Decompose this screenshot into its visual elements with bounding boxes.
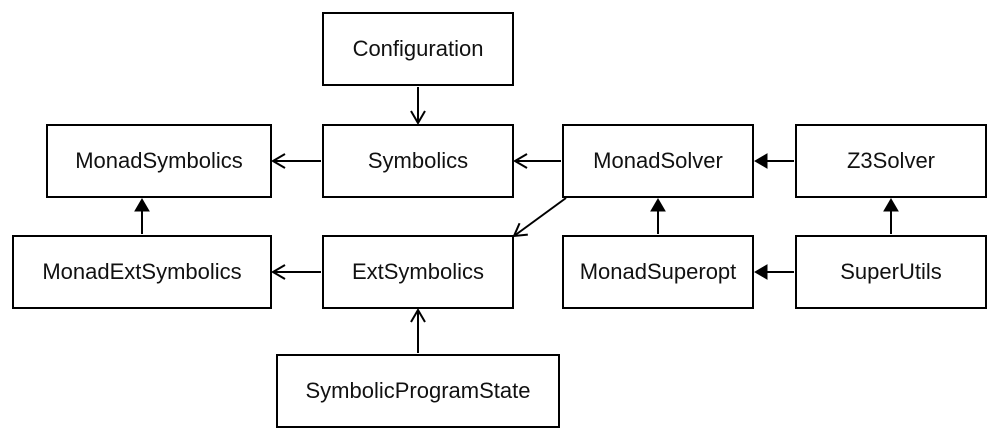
node-super-utils: SuperUtils	[795, 235, 987, 309]
node-monad-superopt: MonadSuperopt	[562, 235, 754, 309]
edge-monad_solver-to-ext_symbolics	[513, 197, 567, 237]
arrowhead-open-symbolics-to-monad_symbolics	[271, 153, 286, 169]
node-symbolics: Symbolics	[322, 124, 514, 198]
node-z3-solver: Z3Solver	[795, 124, 987, 198]
arrowhead-open-monad_solver-to-symbolics	[513, 153, 528, 169]
arrowhead-filled-monad_superopt-to-monad_solver	[650, 198, 666, 212]
node-ext-symbolics: ExtSymbolics	[322, 235, 514, 309]
arrowhead-filled-monad_ext_symbolics-to-monad_symbolics	[134, 198, 150, 212]
arrowhead-filled-super_utils-to-monad_superopt	[754, 264, 768, 280]
node-configuration: Configuration	[322, 12, 514, 86]
arrowhead-filled-super_utils-to-z3_solver	[883, 198, 899, 212]
arrowhead-filled-z3_solver-to-monad_solver	[754, 153, 768, 169]
node-monad-solver: MonadSolver	[562, 124, 754, 198]
arrowhead-open-ext_symbolics-to-monad_ext_symbolics	[271, 264, 286, 280]
arrowhead-open-symbolic_program_state-to-ext_symbolics	[410, 308, 426, 323]
node-monad-symbolics: MonadSymbolics	[46, 124, 272, 198]
arrowhead-open-monad_solver-to-ext_symbolics	[512, 222, 528, 238]
node-monad-ext-symbolics: MonadExtSymbolics	[12, 235, 272, 309]
node-symbolic-program-state: SymbolicProgramState	[276, 354, 560, 428]
arrowhead-open-configuration-to-symbolics	[410, 110, 426, 125]
